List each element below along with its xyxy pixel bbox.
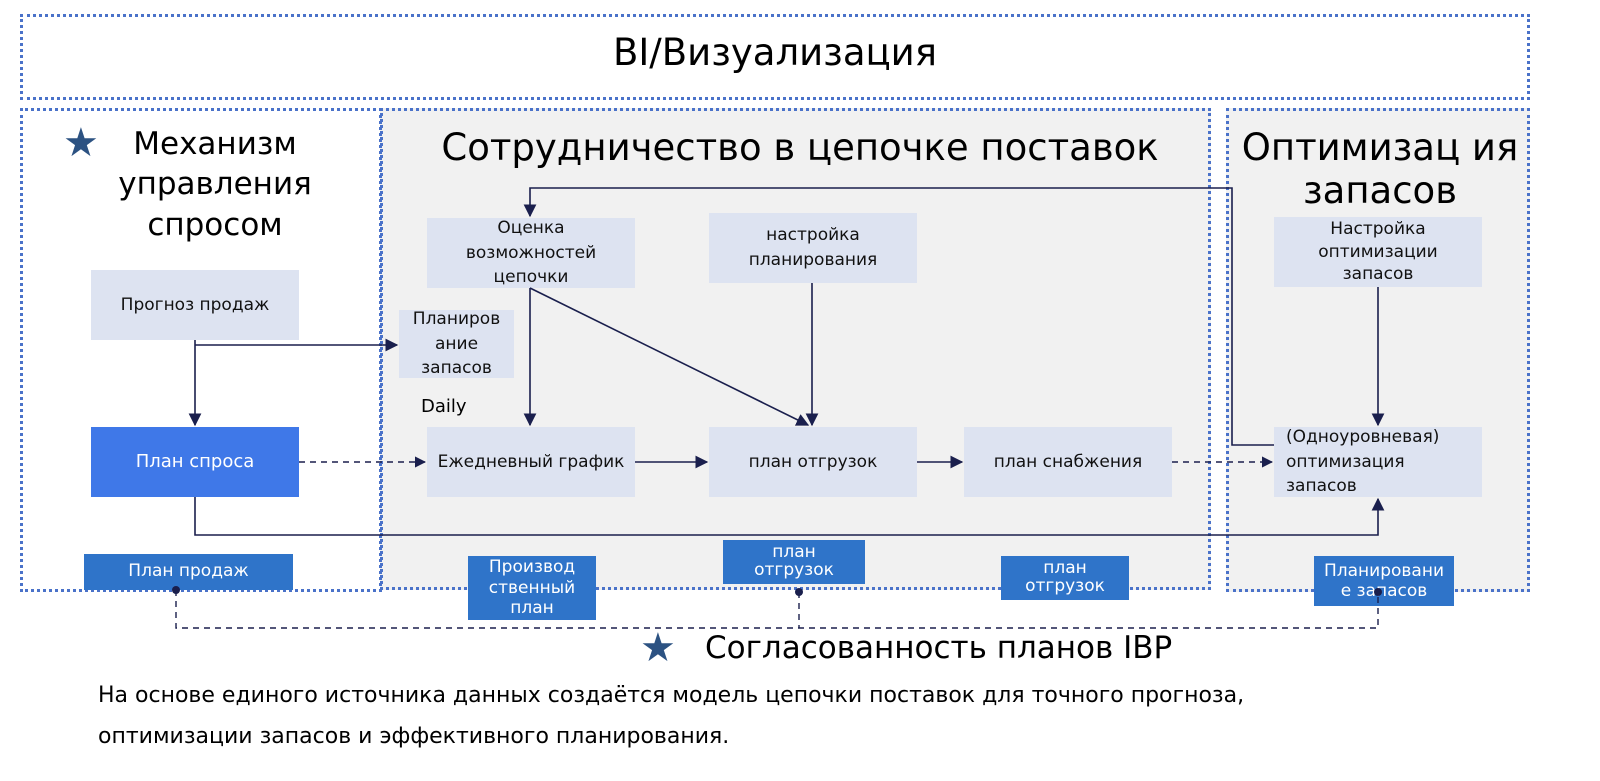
planning-setup-node: настройка планирования — [709, 213, 917, 283]
shipment-plan-tag-2: план отгрузок — [1001, 556, 1129, 600]
left-panel-title: Механизм управления спросом — [118, 126, 312, 243]
ibp-bracket — [175, 590, 1379, 629]
supply-plan-node: план снабжения — [964, 427, 1172, 497]
bi-panel — [20, 14, 1530, 100]
link-opt-capability — [523, 187, 1274, 446]
shipment-plan-node: план отгрузок — [709, 427, 917, 497]
inventory-opt-setup-node: Настройка оптимизации запасов — [1274, 217, 1482, 287]
inventory-planning-node: Планиров ание запасов — [399, 309, 514, 378]
center-panel-title: Сотрудничество в цепочке поставок — [441, 126, 1159, 169]
link-demand-opt — [194, 497, 1385, 536]
shipment-plan-tag-1: план отгрузок — [723, 540, 865, 584]
daily-label: Daily — [421, 396, 467, 417]
star-icon: ★ — [63, 120, 99, 166]
ibp-star-icon: ★ — [640, 625, 676, 671]
ibp-title: Согласованность планов IBP — [705, 630, 1173, 666]
right-panel-title: Оптимизац ия запасов — [1241, 126, 1519, 213]
single-level-opt-node: (Одноуровневая) оптимизация запасов — [1274, 427, 1482, 497]
sales-plan-tag: План продаж — [84, 554, 293, 590]
ibp-dot-left — [172, 586, 180, 594]
inventory-planning-tag: Планировани е запасов — [1314, 556, 1454, 606]
ibp-dot-right — [1374, 588, 1382, 596]
link-capability-shipment — [529, 287, 810, 426]
ibp-dot-mid — [795, 588, 803, 596]
production-plan-tag: Производ ственный план — [468, 556, 596, 620]
left-panel — [20, 108, 382, 592]
bi-title: BI/Визуализация — [613, 31, 937, 74]
capability-eval-node: Оценка возможностей цепочки — [427, 218, 635, 288]
description-line-2: оптимизации запасов и эффективного плани… — [98, 724, 730, 749]
sales-forecast-node: Прогноз продаж — [91, 270, 299, 340]
daily-schedule-node: Ежедневный график — [427, 427, 635, 497]
description-line-1: На основе единого источника данных созда… — [98, 683, 1245, 708]
demand-plan-node: План спроса — [91, 427, 299, 497]
